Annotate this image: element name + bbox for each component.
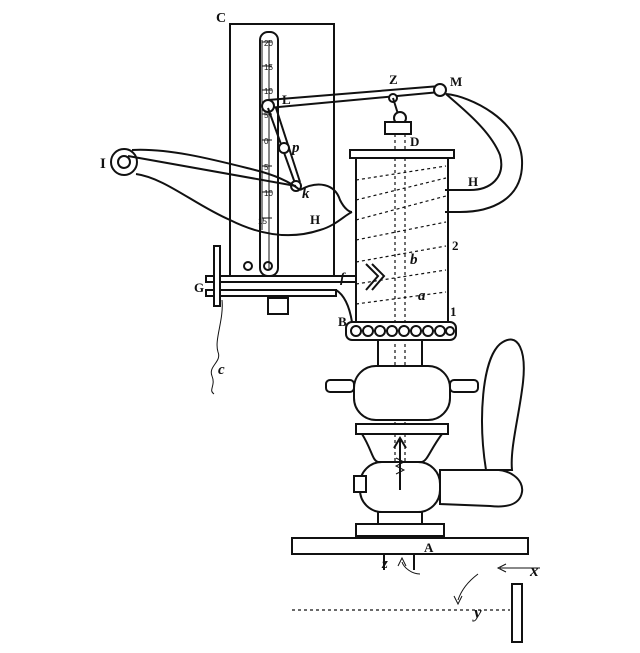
label-M: M bbox=[450, 74, 462, 89]
helix-column bbox=[349, 149, 455, 325]
label-b: b bbox=[410, 252, 418, 268]
scale-tick-label: 5 bbox=[264, 111, 269, 120]
label-L: L bbox=[282, 92, 291, 107]
bracket-G bbox=[205, 245, 357, 395]
label-H-right: H bbox=[468, 174, 478, 189]
label-c: c bbox=[218, 362, 225, 378]
label-D: D bbox=[410, 134, 419, 149]
label-A: A bbox=[424, 540, 434, 555]
label-y: y bbox=[472, 603, 482, 622]
label-k: k bbox=[302, 186, 310, 202]
arm-H-right bbox=[445, 93, 524, 213]
arm-H bbox=[110, 148, 353, 237]
label-B: B bbox=[338, 314, 347, 329]
gauge-scale: 20 15 10 5 0 5 10 15 bbox=[258, 39, 273, 230]
scale-tick-label: 10 bbox=[264, 87, 273, 96]
label-x: x bbox=[529, 561, 539, 580]
scale-tick-label: 10 bbox=[264, 189, 273, 198]
label-H-left: H bbox=[310, 212, 320, 227]
label-f: f bbox=[340, 271, 346, 286]
label-z: z bbox=[381, 556, 388, 572]
label-Z: Z bbox=[389, 72, 398, 87]
flow-indicators bbox=[292, 556, 540, 643]
label-2: 2 bbox=[452, 238, 459, 253]
base-plate bbox=[291, 537, 529, 570]
label-p: p bbox=[290, 140, 300, 156]
label-I: I bbox=[100, 156, 106, 172]
diagram-labels: C Z M L D I p k H H 2 b f a 1 G B c A z … bbox=[100, 11, 539, 622]
label-a: a bbox=[418, 288, 426, 304]
label-G: G bbox=[194, 280, 204, 295]
scale-tick-label: 15 bbox=[258, 217, 267, 226]
label-1: 1 bbox=[450, 304, 457, 319]
toothed-collar bbox=[345, 321, 457, 341]
scale-tick-label: 15 bbox=[264, 63, 273, 72]
handle bbox=[439, 338, 525, 508]
scale-tick-label: 20 bbox=[264, 39, 273, 48]
scale-tick-label: 5 bbox=[264, 163, 269, 172]
valve-body bbox=[325, 339, 479, 537]
scale-tick-label: 0 bbox=[264, 137, 269, 146]
label-C: C bbox=[216, 11, 226, 26]
